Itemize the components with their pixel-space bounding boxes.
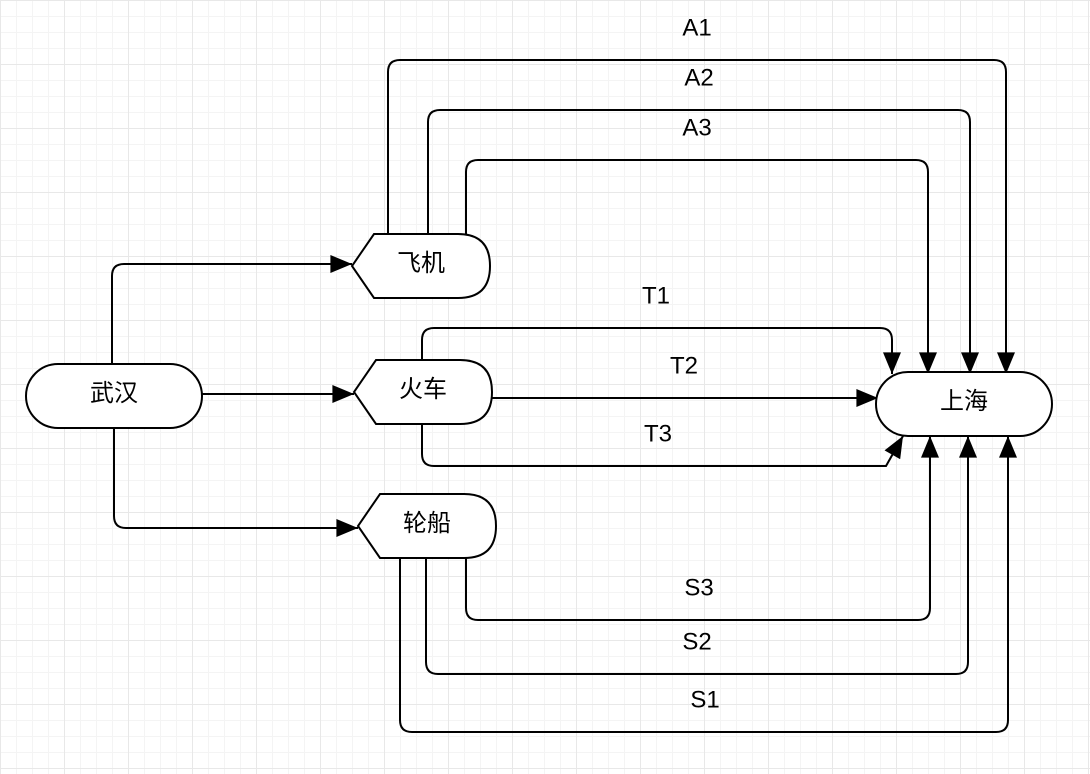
edge-label-a3: A3	[682, 114, 711, 141]
edge-label-s1: S1	[690, 686, 719, 713]
node-shanghai-label: 上海	[940, 387, 988, 415]
edge-t1	[421, 327, 901, 374]
node-wuhan-shape	[25, 363, 203, 429]
node-plane-label: 飞机	[397, 249, 445, 277]
node-plane-shape	[350, 233, 492, 299]
edge-label-t2: T2	[670, 352, 698, 379]
node-train-shape	[352, 359, 494, 425]
edge-label-t1: T1	[642, 282, 670, 309]
node-ship-shape	[356, 493, 498, 559]
edge-a2	[427, 109, 979, 374]
node-train-label: 火车	[399, 375, 447, 403]
edge-label-s3: S3	[684, 574, 713, 601]
node-shanghai-shape	[875, 371, 1053, 437]
edge-wuhan-ship	[113, 428, 358, 537]
edge-s3	[465, 436, 939, 621]
edge-a3	[465, 159, 937, 374]
edge-label-a1: A1	[682, 14, 711, 41]
edge-label-s2: S2	[682, 628, 711, 655]
edge-wuhan-plane	[111, 255, 352, 364]
node-wuhan-label: 武汉	[90, 379, 138, 407]
edge-s1	[399, 436, 1017, 733]
edge-s2	[425, 436, 977, 675]
edge-label-t3: T3	[644, 420, 672, 447]
edge-label-a2: A2	[684, 64, 713, 91]
node-ship-label: 轮船	[403, 509, 451, 537]
edge-t3	[421, 424, 904, 467]
edge-a1	[387, 59, 1015, 374]
